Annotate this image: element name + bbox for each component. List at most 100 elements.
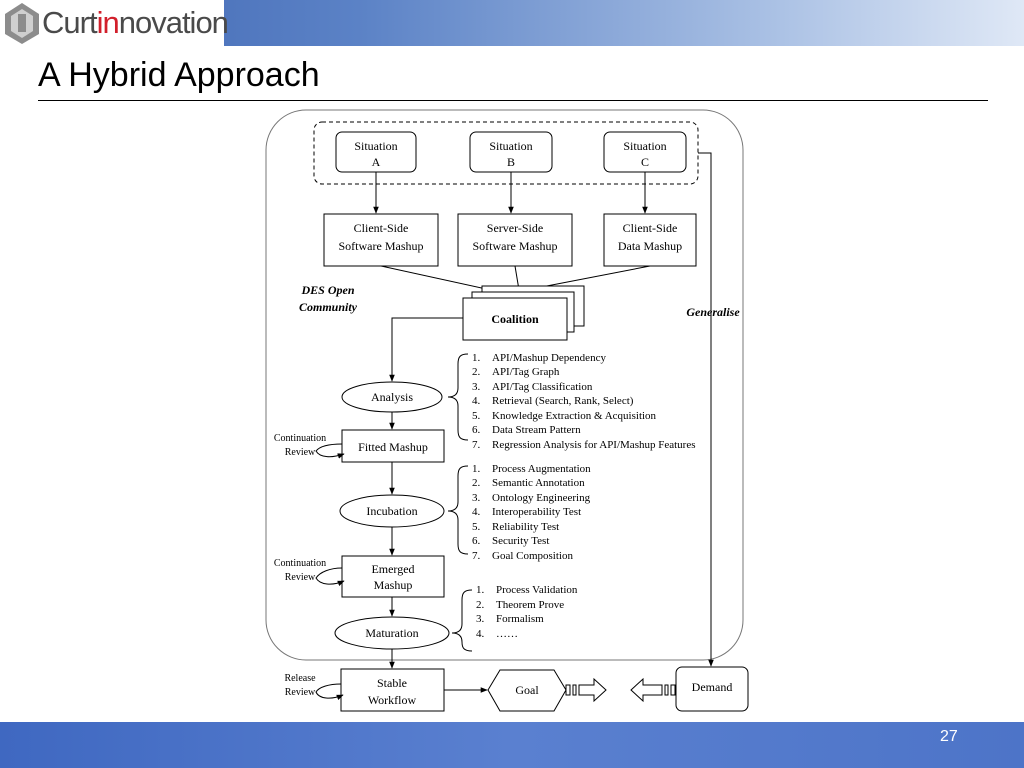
list-item: 6.Security Test: [472, 535, 549, 547]
svg-text:Client-Side: Client-Side: [354, 221, 409, 235]
svg-text:Emerged: Emerged: [371, 562, 414, 576]
list-item: 1. Process Augmentation: [472, 463, 591, 475]
block-arrow-left: [630, 677, 676, 703]
list-item: 3. Ontology Engineering: [472, 492, 591, 504]
svg-text:Incubation: Incubation: [366, 504, 417, 518]
svg-text:Release: Release: [284, 673, 316, 684]
svg-text:Review: Review: [285, 687, 316, 698]
svg-text:Workflow: Workflow: [368, 693, 417, 707]
list-item: 5.Reliability Test: [472, 521, 559, 533]
incubation-method-list: 1. Process Augmentation 2.Semantic Annota…: [472, 463, 591, 562]
release-review: Release Review: [284, 673, 344, 701]
svg-text:3.: 3.: [472, 381, 481, 393]
list-item: 2. Theorem Prove: [476, 599, 564, 611]
logo-text: Curtinnovation: [42, 5, 229, 40]
svg-text:Situation: Situation: [489, 139, 532, 153]
svg-text:2.: 2.: [472, 366, 481, 378]
svg-text:……: ……: [496, 628, 518, 640]
svg-text:Reliability Test: Reliability Test: [492, 521, 559, 533]
list-item: 1. Process Validation: [476, 584, 578, 596]
list-item: 4. Interoperability Test: [472, 506, 581, 518]
generalise-label: Generalise: [686, 305, 740, 319]
svg-text:2.: 2.: [476, 599, 485, 611]
incubation-brace: [447, 465, 469, 555]
svg-text:Security Test: Security Test: [492, 535, 549, 547]
svg-text:B: B: [507, 155, 515, 169]
svg-text:Continuation: Continuation: [274, 558, 326, 569]
client-side-data-mashup: Client-Side Data Mashup: [603, 213, 697, 267]
svg-text:API/Tag Classification: API/Tag Classification: [492, 381, 593, 393]
svg-text:Formalism: Formalism: [496, 613, 544, 625]
svg-text:4.: 4.: [472, 506, 481, 518]
svg-text:Data Stream Pattern: Data Stream Pattern: [492, 424, 581, 436]
svg-text:Ontology Engineering: Ontology Engineering: [492, 492, 591, 504]
demand-box: Demand: [675, 666, 749, 712]
des-open-community-label: DES Open: [300, 283, 354, 297]
list-item: 4.Retrieval (Search, Rank, Select): [472, 395, 634, 407]
list-item: 1.API/Mashup Dependency: [472, 352, 606, 364]
svg-text:1.: 1.: [472, 463, 481, 475]
list-item: 6. Data Stream Pattern: [472, 424, 581, 436]
svg-text:7.: 7.: [472, 550, 481, 562]
svg-text:Server-Side: Server-Side: [487, 221, 543, 235]
incubation-node: Incubation: [339, 494, 445, 528]
footer-band: [0, 722, 1024, 768]
analysis-node: Analysis: [341, 381, 443, 413]
svg-text:3.: 3.: [472, 492, 481, 504]
svg-text:Knowledge Extraction & Acquisi: Knowledge Extraction & Acquisition: [492, 410, 657, 422]
svg-text:Situation: Situation: [354, 139, 397, 153]
svg-text:Review: Review: [285, 447, 316, 458]
analysis-brace: [447, 353, 469, 441]
logo: Curtinnovation: [0, 0, 229, 46]
list-item: 3. API/Tag Classification: [472, 381, 593, 393]
maturation-brace: [451, 589, 473, 652]
goal-node: Goal: [487, 669, 567, 712]
list-item: 4. ……: [476, 628, 518, 640]
situations-group: [313, 121, 699, 185]
maturation-node: Maturation: [334, 616, 450, 650]
svg-text:1.: 1.: [472, 352, 481, 364]
page-number: 27: [940, 728, 958, 745]
stable-workflow-box: Stable Workflow: [340, 668, 445, 712]
svg-text:4.: 4.: [476, 628, 485, 640]
analysis-method-list: 1.API/Mashup Dependency 2.API/Tag Graph …: [472, 352, 695, 451]
svg-text:Analysis: Analysis: [371, 390, 413, 404]
list-item: 3.Formalism: [476, 613, 544, 625]
svg-text:Goal: Goal: [515, 683, 539, 697]
svg-text:Continuation: Continuation: [274, 433, 326, 444]
svg-text:5.: 5.: [472, 410, 481, 422]
svg-text:Data Mashup: Data Mashup: [618, 239, 682, 253]
svg-text:Demand: Demand: [692, 680, 733, 694]
svg-text:A: A: [372, 155, 381, 169]
svg-text:Theorem Prove: Theorem Prove: [496, 599, 564, 611]
svg-text:Review: Review: [285, 572, 316, 583]
generalise-arrow: [698, 152, 714, 667]
title-divider: [38, 100, 988, 101]
svg-text:7.: 7.: [472, 439, 481, 451]
coalition-box: Coalition: [462, 285, 585, 341]
svg-text:C: C: [641, 155, 649, 169]
svg-text:Software Mashup: Software Mashup: [473, 239, 558, 253]
svg-text:Fitted Mashup: Fitted Mashup: [358, 440, 428, 454]
svg-text:Process Augmentation: Process Augmentation: [492, 463, 591, 475]
fitted-mashup-box: Fitted Mashup: [341, 429, 445, 463]
list-item: 2.Semantic Annotation: [472, 477, 585, 489]
svg-text:Client-Side: Client-Side: [623, 221, 678, 235]
situation-b: Situation B: [469, 131, 553, 173]
svg-text:Interoperability Test: Interoperability Test: [492, 506, 581, 518]
client-side-software-mashup: Client-Side Software Mashup: [323, 213, 439, 267]
logo-emblem-icon: [5, 3, 39, 44]
svg-text:1.: 1.: [476, 584, 485, 596]
list-item: 7.Goal Composition: [472, 550, 573, 562]
svg-text:Regression Analysis for API/Ma: Regression Analysis for API/Mashup Featu…: [492, 439, 695, 451]
maturation-method-list: 1. Process Validation 2. Theorem Prove 3.F…: [476, 584, 578, 640]
svg-text:6.: 6.: [472, 424, 481, 436]
svg-text:Mashup: Mashup: [374, 578, 413, 592]
server-side-software-mashup: Server-Side Software Mashup: [457, 213, 573, 267]
des-open-community-label-2: Community: [299, 300, 358, 314]
svg-text:Process Validation: Process Validation: [496, 584, 578, 596]
svg-text:2.: 2.: [472, 477, 481, 489]
continuation-review-2: Continuation Review: [274, 558, 345, 587]
arrow-coalition-analysis: [389, 317, 463, 382]
